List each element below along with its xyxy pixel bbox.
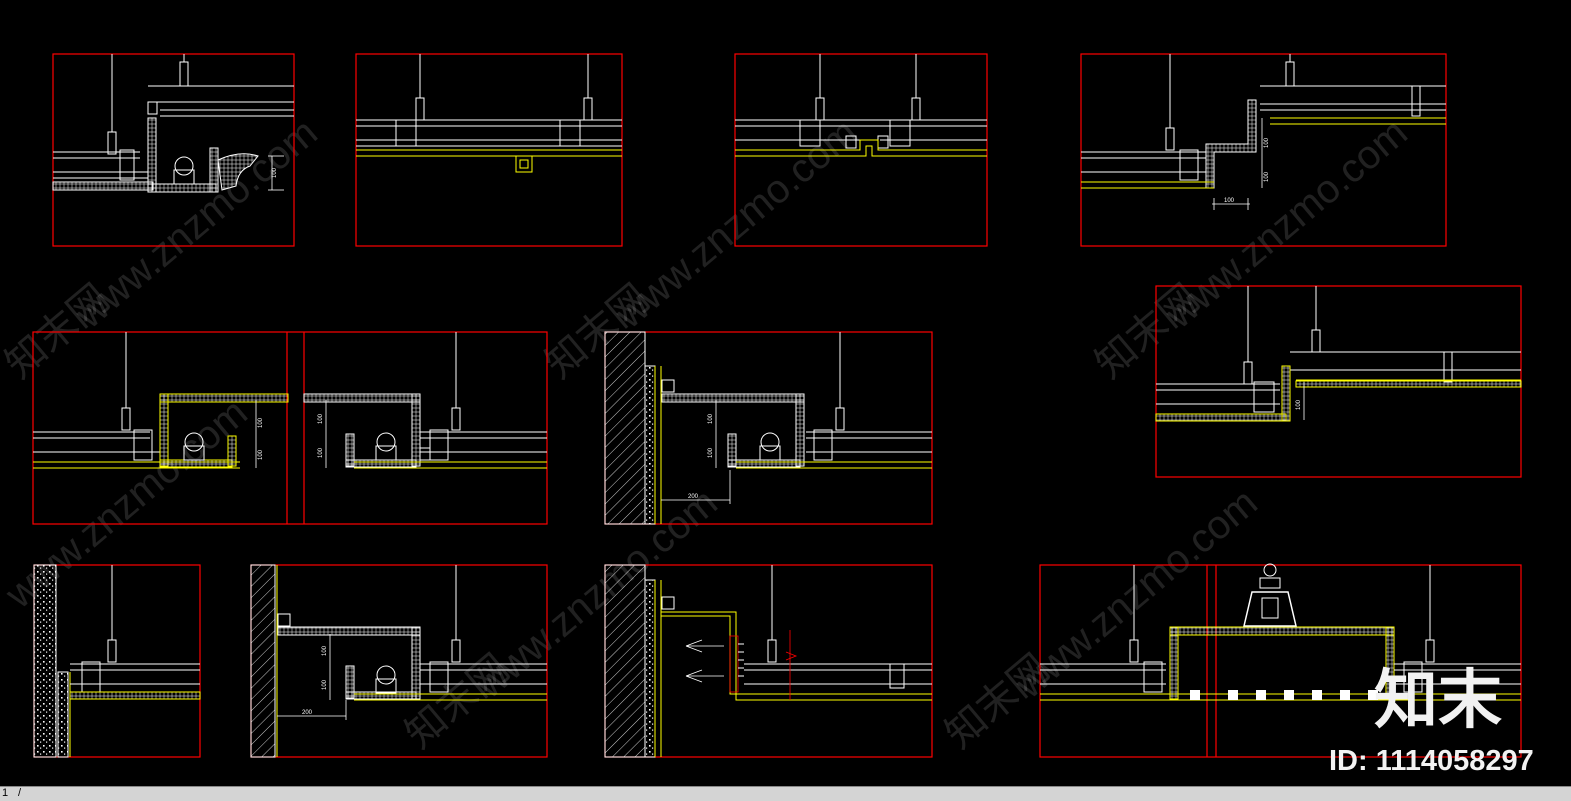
detail-frame — [52, 53, 295, 247]
dimension-label: 100 — [1264, 171, 1270, 182]
dimension-label: 200 — [688, 494, 699, 500]
detail-6[interactable]: 100 100 100 100 — [32, 331, 548, 525]
detail-1[interactable]: 100 — [52, 53, 295, 247]
dimension-label: 100 — [1264, 137, 1270, 148]
id-label: ID: 1114058297 — [1329, 745, 1534, 777]
detail-8[interactable] — [33, 564, 201, 758]
dimension-label: 100 — [1296, 399, 1302, 410]
detail-3[interactable] — [734, 53, 988, 247]
brand-overlay: 知末 ID: 1114058297 — [1329, 664, 1534, 777]
detail-frame — [1080, 53, 1447, 247]
watermark-text: www.znzmo.com — [1007, 480, 1266, 707]
dimension-label: 100 — [708, 447, 714, 458]
detail-10[interactable] — [604, 564, 933, 758]
layout-tab-bar: 1 / — [0, 786, 1571, 801]
detail-frame — [1039, 564, 1522, 758]
dimension-label: 100 — [708, 413, 714, 424]
watermark-text: www.znzmo.com — [607, 110, 866, 337]
detail-11[interactable] — [1039, 563, 1522, 758]
watermark-layer: 知末网 www.znzmo.com www.znzmo.com 知末网 www.… — [0, 110, 1416, 757]
watermark-text: www.znzmo.com — [467, 480, 726, 707]
dimension-label: 100 — [258, 449, 264, 460]
dimension-label: 200 — [302, 710, 313, 716]
brand-logo: 知末 — [1374, 664, 1502, 738]
detail-frame — [32, 331, 548, 525]
detail-2[interactable] — [355, 53, 623, 247]
dimension-label: 100 — [258, 417, 264, 428]
dimension-label: 100 — [318, 447, 324, 458]
dimension-label: 100 — [318, 413, 324, 424]
detail-7[interactable]: 100 100 200 — [604, 331, 933, 525]
dimension-label: 100 — [272, 167, 278, 178]
watermark-text: www.znzmo.com — [1157, 110, 1416, 337]
dimension-label: 100 — [1224, 198, 1235, 204]
dimension-label: 100 — [322, 645, 328, 656]
watermark-text: www.znzmo.com — [67, 110, 326, 337]
detail-5[interactable]: 100 — [1155, 285, 1522, 478]
detail-4[interactable]: 100 100 100 — [1080, 53, 1447, 247]
dimension-label: 100 — [322, 679, 328, 690]
tab-separator: / — [18, 787, 22, 799]
layout-tab[interactable]: 1 — [2, 787, 9, 799]
detail-9[interactable]: 100 100 200 — [250, 564, 548, 758]
